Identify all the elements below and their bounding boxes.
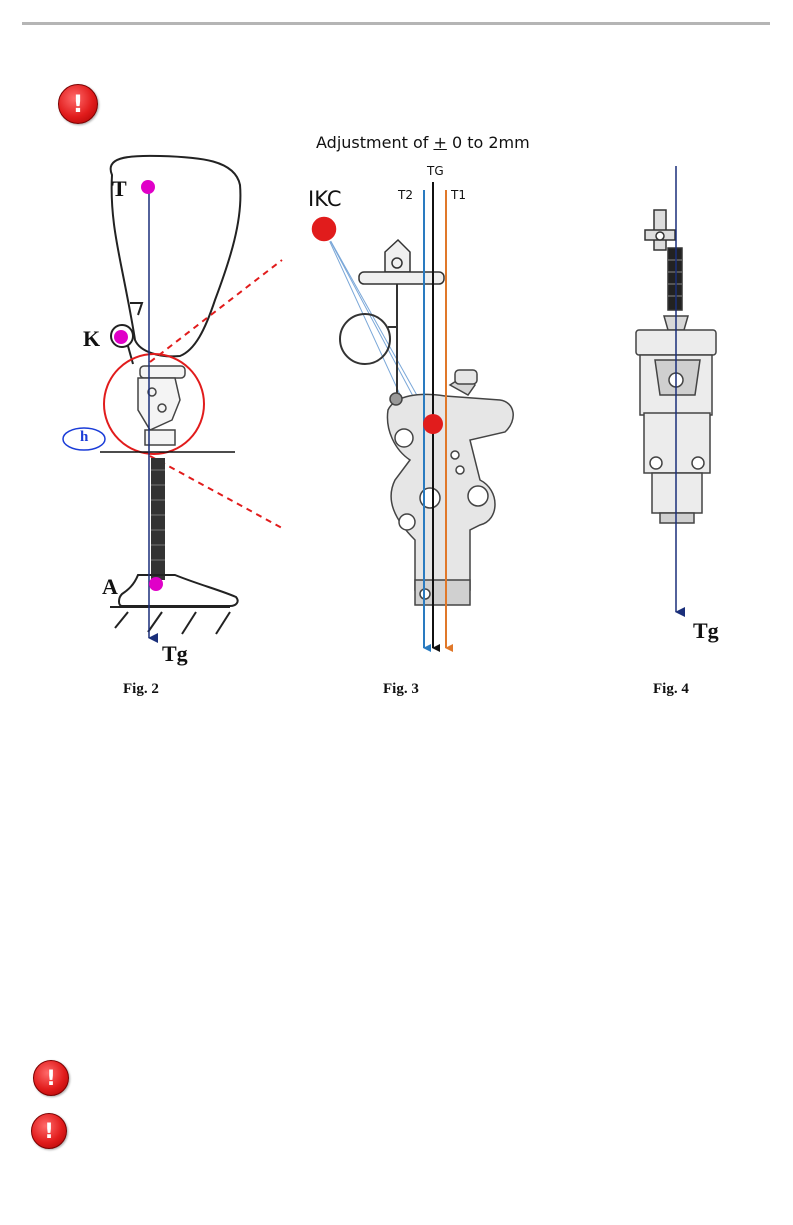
ground-hatch: [110, 607, 230, 634]
label-TG: TG: [427, 164, 444, 178]
label-Tg-fig2: Tg: [162, 641, 188, 667]
label-T1: T1: [451, 188, 466, 202]
marker-A: [149, 577, 163, 591]
alignment-tool: [359, 240, 444, 395]
marker-T: [141, 180, 155, 194]
marker-K: [114, 330, 128, 344]
foot-outline: [119, 575, 238, 606]
pylon: [151, 458, 165, 580]
label-T2: T2: [398, 188, 413, 202]
label-Tg-fig4: Tg: [693, 618, 719, 644]
knee-sketch: [138, 366, 185, 445]
label-h: h: [80, 429, 88, 446]
fig2-drawing: [63, 156, 282, 638]
caption-fig4: Fig. 4: [653, 681, 689, 698]
fig3-drawing: [311, 182, 513, 648]
label-A: A: [102, 574, 118, 600]
warning-icon: !: [33, 1060, 69, 1096]
zoom-dashed-bottom: [150, 456, 282, 528]
caption-fig2: Fig. 2: [123, 681, 159, 698]
socket-outline: [111, 156, 241, 357]
caption-fig3: Fig. 3: [383, 681, 419, 698]
fig4-drawing: [636, 166, 716, 612]
zoom-dashed-top: [150, 260, 282, 362]
knee-body: [387, 370, 513, 605]
label-IKC: IKC: [308, 187, 341, 211]
label-K: K: [83, 326, 100, 352]
marker-IKC: [311, 216, 337, 242]
label-T: T: [112, 176, 127, 202]
marker-knee-center: [423, 414, 443, 434]
warning-icon: !: [31, 1113, 67, 1149]
